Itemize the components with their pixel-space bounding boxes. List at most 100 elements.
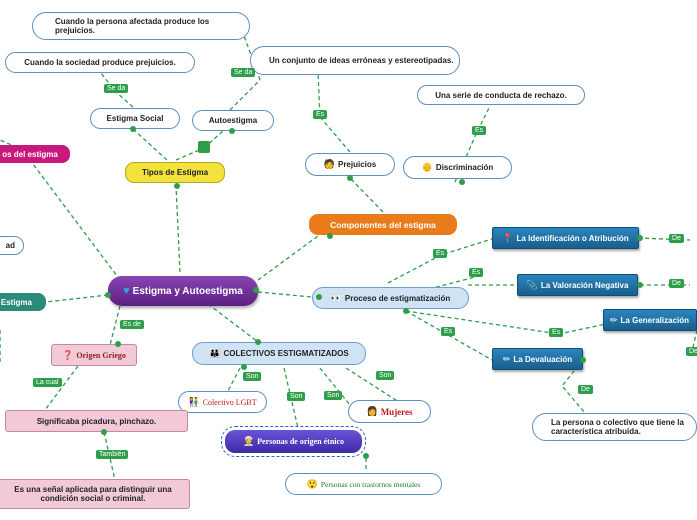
tag-de: De: [686, 347, 697, 356]
lgbt-label: Colectivo LGBT: [202, 397, 257, 407]
partial-estigma-node[interactable]: Estigma: [0, 293, 46, 311]
sign-node[interactable]: Es una señal aplicada para distinguir un…: [0, 479, 190, 509]
tag-blank: [198, 141, 210, 153]
ethnic-label: Personas de origen étnico: [257, 437, 345, 446]
connector-dot: [637, 282, 643, 288]
social-desc-node[interactable]: Cuando la sociedad produce prejuicios.: [5, 52, 195, 73]
origin-node[interactable]: ❓ Origen Griego: [51, 344, 137, 366]
generalization-node[interactable]: ✏ La Generalización: [603, 309, 697, 331]
connector-dot: [637, 235, 643, 241]
mental-label: Personas con trastornos mentales: [320, 479, 421, 489]
tag-tambien: También: [96, 450, 129, 459]
tag-es: Es: [549, 328, 564, 337]
process-label: Proceso de estigmatización: [344, 293, 451, 303]
components-label: Componentes del estigma: [330, 219, 436, 230]
connector-dot: [229, 128, 235, 134]
connector-dot: [580, 357, 586, 363]
types-partial-label: os del estigma: [2, 149, 58, 159]
connector-dot: [105, 292, 111, 298]
connector-dot: [101, 429, 107, 435]
tag-es: Es: [313, 110, 328, 119]
connector-dot: [115, 341, 121, 347]
groups-node[interactable]: 👪 COLECTIVOS ESTIGMATIZADOS: [192, 342, 366, 365]
person-icon: 👳: [242, 436, 255, 446]
tag-son: Son: [243, 372, 262, 381]
discrimination-desc-label: Una serie de conducta de rechazo.: [435, 90, 567, 100]
tag-son: Son: [287, 392, 306, 401]
tag-se-da: Se da: [104, 84, 129, 93]
central-topic[interactable]: ♥ Estigma y Autoestigma: [108, 276, 258, 306]
connector-dot: [174, 183, 180, 189]
mental-node[interactable]: 😲 Personas con trastornos mentales: [285, 473, 442, 495]
meaning-node[interactable]: Significaba picadura, pinchazo.: [5, 410, 188, 432]
connector-dot: [403, 308, 409, 314]
person-icon: 🧑: [323, 159, 335, 169]
face-icon: 👴: [421, 162, 433, 172]
central-topic-label: Estigma y Autoestigma: [132, 285, 243, 297]
discrimination-desc-node[interactable]: Una serie de conducta de rechazo.: [417, 85, 585, 105]
tag-de: De: [669, 234, 684, 243]
components-node[interactable]: Componentes del estigma: [309, 214, 457, 235]
connector-dot: [241, 364, 247, 370]
tag-se-da: Se da: [231, 68, 256, 77]
social-desc-label: Cuando la sociedad produce prejuicios.: [24, 58, 176, 67]
tag-de: De: [669, 279, 684, 288]
heart-icon: ♥: [123, 285, 130, 297]
tag-son: Son: [376, 371, 395, 380]
meaning-label: Significaba picadura, pinchazo.: [36, 416, 157, 426]
devaluation-desc-label: La persona o colectivo que tiene la cara…: [551, 418, 684, 436]
devaluation-node[interactable]: ✏ La Devaluación: [492, 348, 583, 370]
women-label: Mujeres: [380, 406, 413, 417]
discrimination-node[interactable]: 👴 Discriminación: [403, 156, 512, 179]
connector-dot: [459, 179, 465, 185]
question-icon: ❓: [62, 349, 74, 360]
self-desc-node[interactable]: Cuando la persona afectada produce los p…: [32, 12, 250, 40]
partial-estigma-label: Estigma: [0, 297, 32, 307]
tag-de: De: [578, 385, 593, 394]
women-node[interactable]: 👩 Mujeres: [348, 400, 431, 423]
eyes-icon: 👀: [330, 292, 342, 303]
tag-es: Es: [433, 249, 448, 258]
pencil-icon: ✏: [610, 314, 618, 325]
people-icon: 👪: [209, 348, 221, 358]
couple-icon: 👫: [188, 396, 200, 407]
tag-es-de: Es de: [120, 320, 144, 329]
prejudice-desc-label: Un conjunto de ideas erróneas y estereot…: [269, 56, 454, 65]
prejudice-node[interactable]: 🧑 Prejuicios: [305, 153, 395, 176]
woman-icon: 👩: [366, 406, 378, 416]
sign-label: Es una señal aplicada para distinguir un…: [14, 485, 172, 503]
lgbt-node[interactable]: 👫 Colectivo LGBT: [178, 391, 267, 413]
devaluation-desc-node[interactable]: La persona o colectivo que tiene la cara…: [532, 413, 697, 441]
social-stigma-label: Estigma Social: [106, 114, 164, 123]
face-icon: 😲: [306, 478, 318, 489]
process-node[interactable]: 👀 Proceso de estigmatización: [312, 287, 469, 309]
tag-es: Es: [472, 126, 487, 135]
origin-label: Origen Griego: [76, 350, 126, 360]
connector-dot: [253, 287, 259, 293]
paperclip-icon: 📎: [526, 279, 538, 290]
types-partial-node[interactable]: os del estigma: [0, 145, 70, 163]
generalization-label: La Generalización: [620, 315, 690, 325]
partial-ad-node[interactable]: ad: [0, 236, 24, 255]
devaluation-label: La Devaluación: [513, 354, 573, 364]
pin-icon: 📍: [502, 232, 514, 243]
partial-ad-label: ad: [5, 241, 15, 250]
connector-dot: [316, 294, 322, 300]
self-desc-label: Cuando la persona afectada produce los p…: [55, 17, 210, 35]
groups-label: COLECTIVOS ESTIGMATIZADOS: [223, 349, 349, 358]
connector-dot: [347, 175, 353, 181]
types-label: Tipos de Estigma: [141, 168, 209, 177]
negative-node[interactable]: 📎 La Valoración Negativa: [517, 274, 638, 296]
ethnic-node[interactable]: 👳 Personas de origen étnico: [221, 426, 366, 457]
prejudice-label: Prejuicios: [337, 160, 377, 169]
tag-son: Son: [324, 391, 343, 400]
identification-label: La Identificación o Atribución: [516, 233, 629, 243]
connector-dot: [327, 233, 333, 239]
connector-dot: [130, 126, 136, 132]
connector-dot: [363, 453, 369, 459]
tag-es: Es: [469, 268, 484, 277]
prejudice-desc-node[interactable]: Un conjunto de ideas erróneas y estereot…: [250, 46, 460, 75]
identification-node[interactable]: 📍 La Identificación o Atribución: [492, 227, 639, 249]
tag-la-cual: La cual: [33, 378, 62, 387]
types-node[interactable]: Tipos de Estigma: [125, 162, 225, 183]
